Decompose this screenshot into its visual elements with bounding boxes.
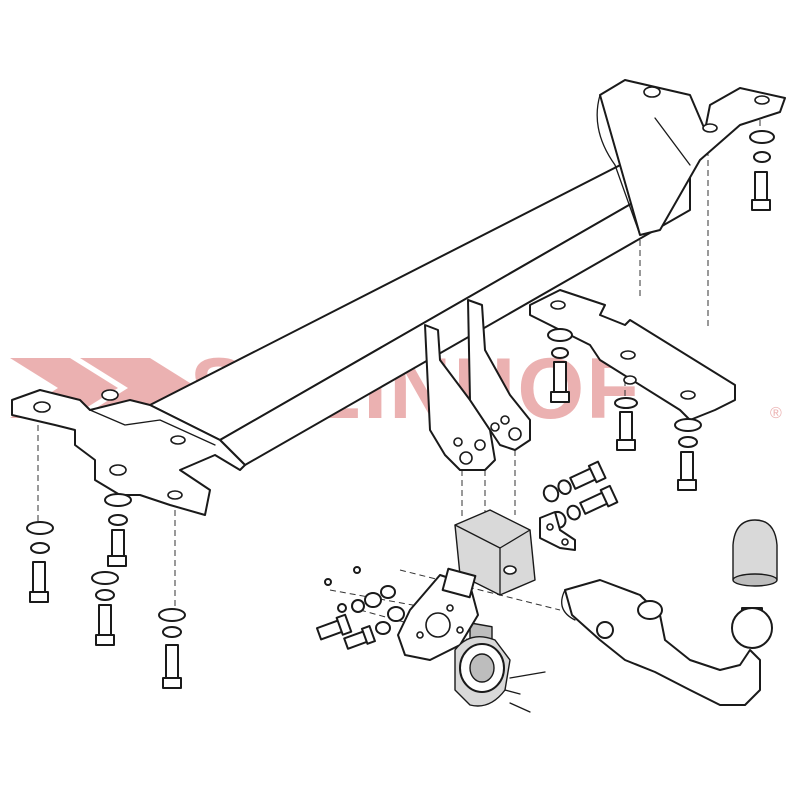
socket-plate-center-hole — [425, 612, 451, 638]
hanger-hole — [508, 427, 522, 441]
plate-hole — [33, 401, 51, 413]
bolt — [98, 604, 112, 638]
washer — [158, 608, 186, 622]
bolt — [680, 451, 694, 483]
plate-hole — [550, 300, 566, 310]
washer — [749, 130, 775, 144]
plate-hole — [620, 350, 636, 360]
watermark-registered-mark: ® — [770, 405, 782, 422]
washer — [26, 521, 54, 535]
socket-mounting-plate — [397, 567, 479, 661]
tow-ball — [731, 607, 773, 649]
bolt — [111, 529, 125, 559]
bolt — [553, 361, 567, 395]
bolt — [754, 171, 768, 203]
plate-hole — [109, 464, 127, 476]
bracket-hole — [754, 95, 770, 105]
bolt — [619, 411, 633, 443]
washer — [614, 397, 638, 409]
plate-hole — [167, 490, 183, 500]
plate-hole — [170, 435, 186, 445]
hanger-hole — [453, 437, 463, 447]
washer — [104, 493, 132, 507]
nut — [30, 542, 50, 554]
fastener-set-left — [26, 493, 186, 689]
nut — [95, 589, 115, 601]
tow-ball-cap — [732, 519, 778, 587]
center-hanger-plates — [424, 299, 531, 471]
fastener-set-right — [547, 130, 775, 491]
hanger-hole — [474, 439, 486, 451]
washer — [91, 571, 119, 585]
electrical-socket — [454, 636, 546, 713]
nut — [678, 436, 698, 448]
plate-hole — [101, 389, 119, 401]
hanger-hole — [459, 451, 473, 465]
clamp-bracket — [539, 511, 576, 551]
tow-ball-mounting-block — [454, 509, 536, 648]
bracket-hole — [643, 86, 661, 98]
plate-hole — [623, 375, 637, 385]
fastener-set-socket — [315, 566, 405, 650]
hanger-hole — [490, 422, 500, 432]
nut — [753, 151, 771, 163]
left-end-plate — [11, 389, 246, 516]
bolt — [165, 644, 179, 681]
nut — [551, 347, 569, 359]
washer — [674, 418, 702, 432]
tow-ball-arm — [561, 579, 773, 706]
bracket-hole — [702, 123, 718, 133]
bolt — [32, 561, 46, 593]
right-end-plate — [529, 289, 736, 421]
hanger-hole — [500, 415, 510, 425]
washer — [547, 328, 573, 342]
right-mounting-bracket — [596, 79, 786, 236]
plate-hole — [680, 390, 696, 400]
nut — [162, 626, 182, 638]
nut — [108, 514, 128, 526]
